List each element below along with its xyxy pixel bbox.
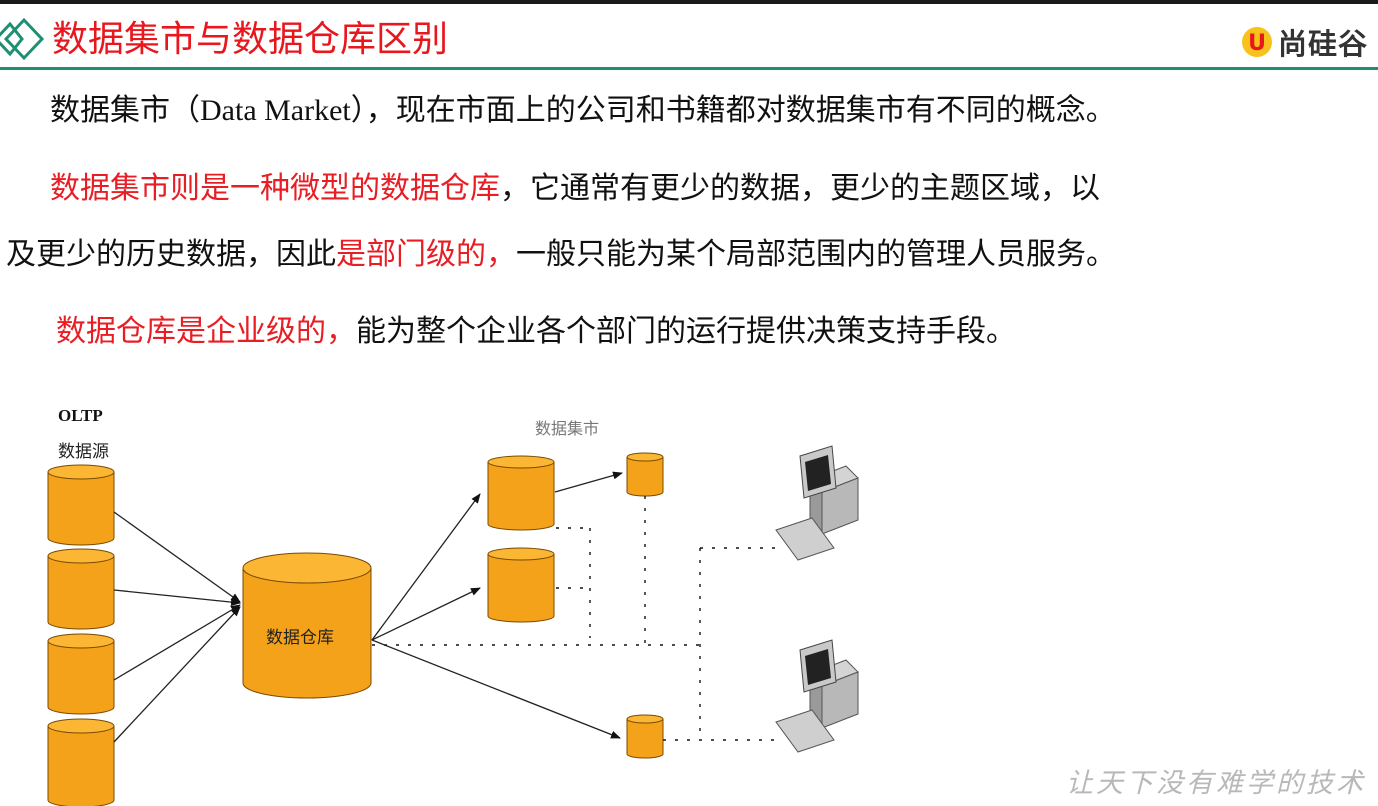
paragraph-3-text-b: 一般只能为某个局部范围内的管理人员服务。: [516, 238, 1116, 271]
paragraph-3: 及更少的历史数据，因此是部门级的，一般只能为某个局部范围内的管理人员服务。: [6, 236, 1116, 274]
header-divider: [0, 67, 1378, 70]
computer-icon-1: [775, 445, 859, 561]
brand-logo: U 尚硅谷: [1240, 22, 1368, 62]
paragraph-4: 数据仓库是企业级的，能为整个企业各个部门的运行提供决策支持手段。: [56, 313, 1016, 351]
top-border: [0, 0, 1378, 4]
data-mart-label: 数据集市: [535, 419, 599, 438]
dotted-connections: [372, 496, 775, 741]
mart-cylinder-small-2: [626, 714, 664, 759]
warehouse-to-mart-arrows: [371, 471, 623, 739]
logo-text: 尚硅谷: [1277, 27, 1368, 61]
logo-mark-icon: U: [1241, 27, 1272, 57]
source-cylinder-3: [47, 633, 115, 715]
logo-mark: U: [1248, 31, 1266, 56]
paragraph-2: 数据集市则是一种微型的数据仓库，它通常有更少的数据，更少的主题区域，以: [50, 170, 1100, 208]
paragraph-1-text: 数据集市（Data Market），现在市面上的公司和书籍都对数据集市有不同的概…: [50, 94, 1116, 127]
paragraph-3-text-a: 及更少的历史数据，因此: [6, 238, 336, 271]
slide-header: 数据集市与数据仓库区别 U 尚硅谷: [0, 4, 1378, 68]
mart-cylinder-small-1: [626, 452, 664, 497]
mart-cylinder-1: [487, 455, 555, 531]
paragraph-2-text: ，它通常有更少的数据，更少的主题区域，以: [500, 172, 1100, 205]
paragraph-2-highlight: 数据集市则是一种微型的数据仓库: [50, 172, 500, 205]
paragraph-4-highlight: 数据仓库是企业级的，: [56, 315, 356, 348]
warehouse-cylinder: [242, 552, 372, 699]
source-to-warehouse-arrows: [113, 511, 241, 743]
slide-title: 数据集市与数据仓库区别: [52, 19, 449, 60]
footer-slogan: 让天下没有难学的技术: [1066, 768, 1366, 799]
source-cylinders: [47, 464, 115, 806]
source-cylinder-2: [47, 548, 115, 630]
paragraph-4-text: 能为整个企业各个部门的运行提供决策支持手段。: [356, 315, 1016, 348]
source-cylinder-1: [47, 464, 115, 546]
data-source-label: 数据源: [58, 442, 109, 462]
computer-icon-2: [775, 639, 859, 753]
oltp-label: OLTP: [58, 406, 103, 425]
mart-cylinder-2: [487, 547, 555, 623]
diamond-icon: [0, 17, 45, 61]
source-cylinder-4: [47, 718, 115, 806]
mart-cylinders: [487, 452, 664, 759]
warehouse-label: 数据仓库: [266, 628, 334, 648]
paragraph-3-highlight: 是部门级的，: [336, 238, 516, 271]
paragraph-1: 数据集市（Data Market），现在市面上的公司和书籍都对数据集市有不同的概…: [50, 92, 1116, 130]
